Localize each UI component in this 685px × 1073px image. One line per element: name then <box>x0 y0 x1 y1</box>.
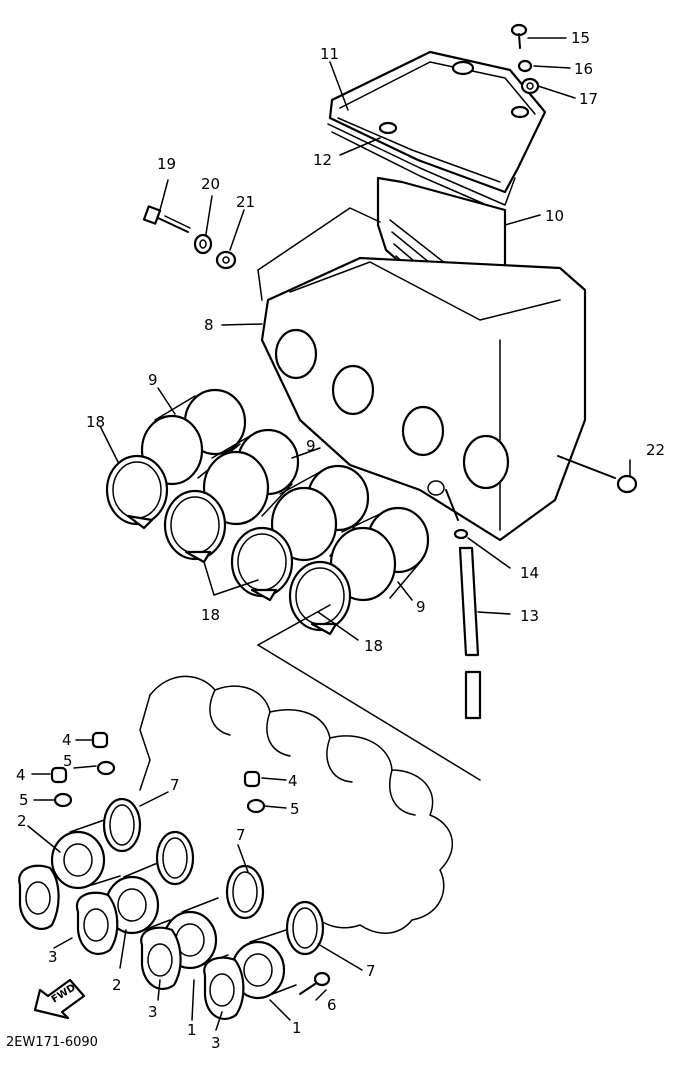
flange-bolt <box>299 971 331 995</box>
callout-12: 12 <box>313 151 332 169</box>
hose-clips <box>53 760 266 814</box>
grommet <box>517 59 533 73</box>
flange-gaskets <box>18 864 245 1020</box>
callout-20: 20 <box>201 175 220 193</box>
leader-lines <box>27 37 631 1031</box>
callout-4-top: 4 <box>62 731 72 749</box>
callout-14: 14 <box>520 564 539 582</box>
air-filter-case <box>260 256 587 542</box>
callout-3-right: 3 <box>211 1034 221 1052</box>
callout-13: 13 <box>520 607 539 625</box>
callout-9-middle: 9 <box>306 437 316 455</box>
callout-5-top: 5 <box>63 752 73 770</box>
callout-3-middle: 3 <box>148 1003 158 1021</box>
callout-1-right: 1 <box>292 1019 302 1037</box>
hose-clamps <box>105 454 352 636</box>
side-screw <box>557 455 638 494</box>
callout-2-left: 2 <box>17 812 27 830</box>
callout-8: 8 <box>204 316 214 334</box>
callout-5-left: 5 <box>19 791 29 809</box>
screw <box>510 23 528 49</box>
callout-4-left: 4 <box>16 766 26 784</box>
carburetor-outline <box>139 675 454 934</box>
collar <box>193 233 213 255</box>
callout-19: 19 <box>157 155 176 173</box>
callout-6: 6 <box>327 996 337 1014</box>
drain-hose <box>445 489 482 720</box>
callout-15: 15 <box>571 29 590 47</box>
callout-7-middle: 7 <box>236 826 246 844</box>
carb-clamps <box>102 797 325 956</box>
callout-21: 21 <box>236 193 255 211</box>
callout-5-right: 5 <box>290 800 300 818</box>
callout-9-lower: 9 <box>416 598 426 616</box>
carburetor-joints <box>50 817 297 1000</box>
callout-18-left: 18 <box>201 606 220 624</box>
washer <box>215 250 237 270</box>
callout-16: 16 <box>574 60 593 78</box>
callout-1-left: 1 <box>187 1021 197 1039</box>
callout-7-bottom: 7 <box>366 962 376 980</box>
callout-17: 17 <box>579 90 598 108</box>
callout-3-left: 3 <box>48 948 58 966</box>
bolt <box>142 205 191 233</box>
callout-22: 22 <box>646 441 665 459</box>
callout-2-bottom: 2 <box>112 976 122 994</box>
callout-7-top: 7 <box>170 776 180 794</box>
diagram-code: 2EW171-6090 <box>6 1035 98 1050</box>
callout-18-right: 18 <box>364 637 383 655</box>
callout-labels: 15 16 17 11 12 10 19 20 21 8 9 9 9 18 18… <box>16 29 665 1052</box>
callout-9-upper: 9 <box>148 371 158 389</box>
air-filter-cover <box>328 50 547 194</box>
collar-top <box>520 77 540 95</box>
callout-10: 10 <box>545 207 564 225</box>
callout-4-right: 4 <box>288 772 298 790</box>
callout-18-upper: 18 <box>86 413 105 431</box>
callout-11: 11 <box>320 45 339 63</box>
forward-arrow-icon: FWD <box>33 978 86 1020</box>
vacuum-caps <box>50 731 261 788</box>
